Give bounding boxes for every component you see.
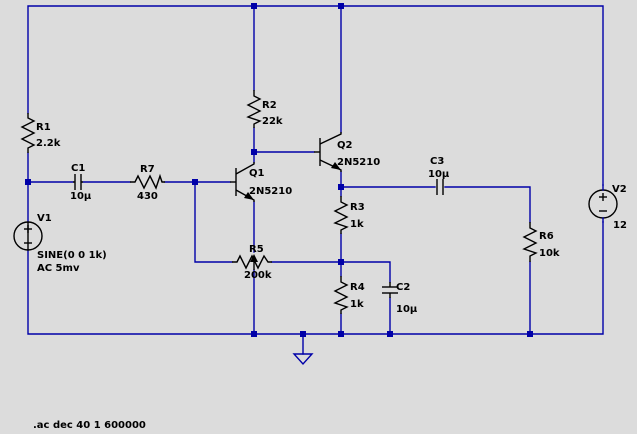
ground-symbol [292,353,314,366]
r6-value: 10k [539,248,560,259]
voltage-source-v1[interactable] [13,221,43,251]
resistor-r4[interactable] [333,276,349,314]
c2-value: 10µ [396,304,418,315]
v2-ref: V2 [612,184,627,195]
r7-ref: R7 [140,164,155,175]
r2-value: 22k [262,116,283,127]
c1-ref: C1 [71,163,85,174]
v1-ref: V1 [37,213,52,224]
r5-value: 200k [244,270,272,281]
transistor-q1[interactable] [230,162,255,202]
capacitor-c2[interactable] [382,282,398,298]
q1-ref: Q1 [249,168,265,179]
resistor-r1[interactable] [20,113,36,153]
q2-ref: Q2 [337,140,353,151]
c3-ref: C3 [430,156,444,167]
spice-directive: .ac dec 40 1 600000 [33,420,146,431]
wires [27,5,604,355]
q2-value: 2N5210 [337,157,380,168]
r1-ref: R1 [36,122,51,133]
capacitor-c1[interactable] [73,174,83,190]
v1-line2: AC 5mv [37,263,80,274]
c2-ref: C2 [396,282,410,293]
r3-value: 1k [350,219,364,230]
r3-ref: R3 [350,202,365,213]
resistor-r7[interactable] [130,173,165,190]
junction-dots [25,3,533,337]
labels: R1 2.2k R2 22k R3 1k R4 1k R5 200k R6 10… [33,100,627,431]
r1-value: 2.2k [36,138,61,149]
resistor-r3[interactable] [333,196,349,234]
r4-ref: R4 [350,282,365,293]
transistor-q2[interactable] [314,132,342,172]
r4-value: 1k [350,299,364,310]
c3-value: 10µ [428,169,450,180]
resistor-r2[interactable] [246,90,262,128]
v2-value: 12 [613,220,627,231]
c1-value: 10µ [70,191,92,202]
q1-value: 2N5210 [249,186,292,197]
r2-ref: R2 [262,100,277,111]
v1-line1: SINE(0 0 1k) [37,250,107,261]
potentiometer-r5[interactable] [232,254,272,270]
r7-value: 430 [137,191,158,202]
r6-ref: R6 [539,231,554,242]
resistor-r6[interactable] [522,222,538,262]
r5-ref: R5 [249,244,264,255]
capacitor-c3[interactable] [436,179,444,195]
